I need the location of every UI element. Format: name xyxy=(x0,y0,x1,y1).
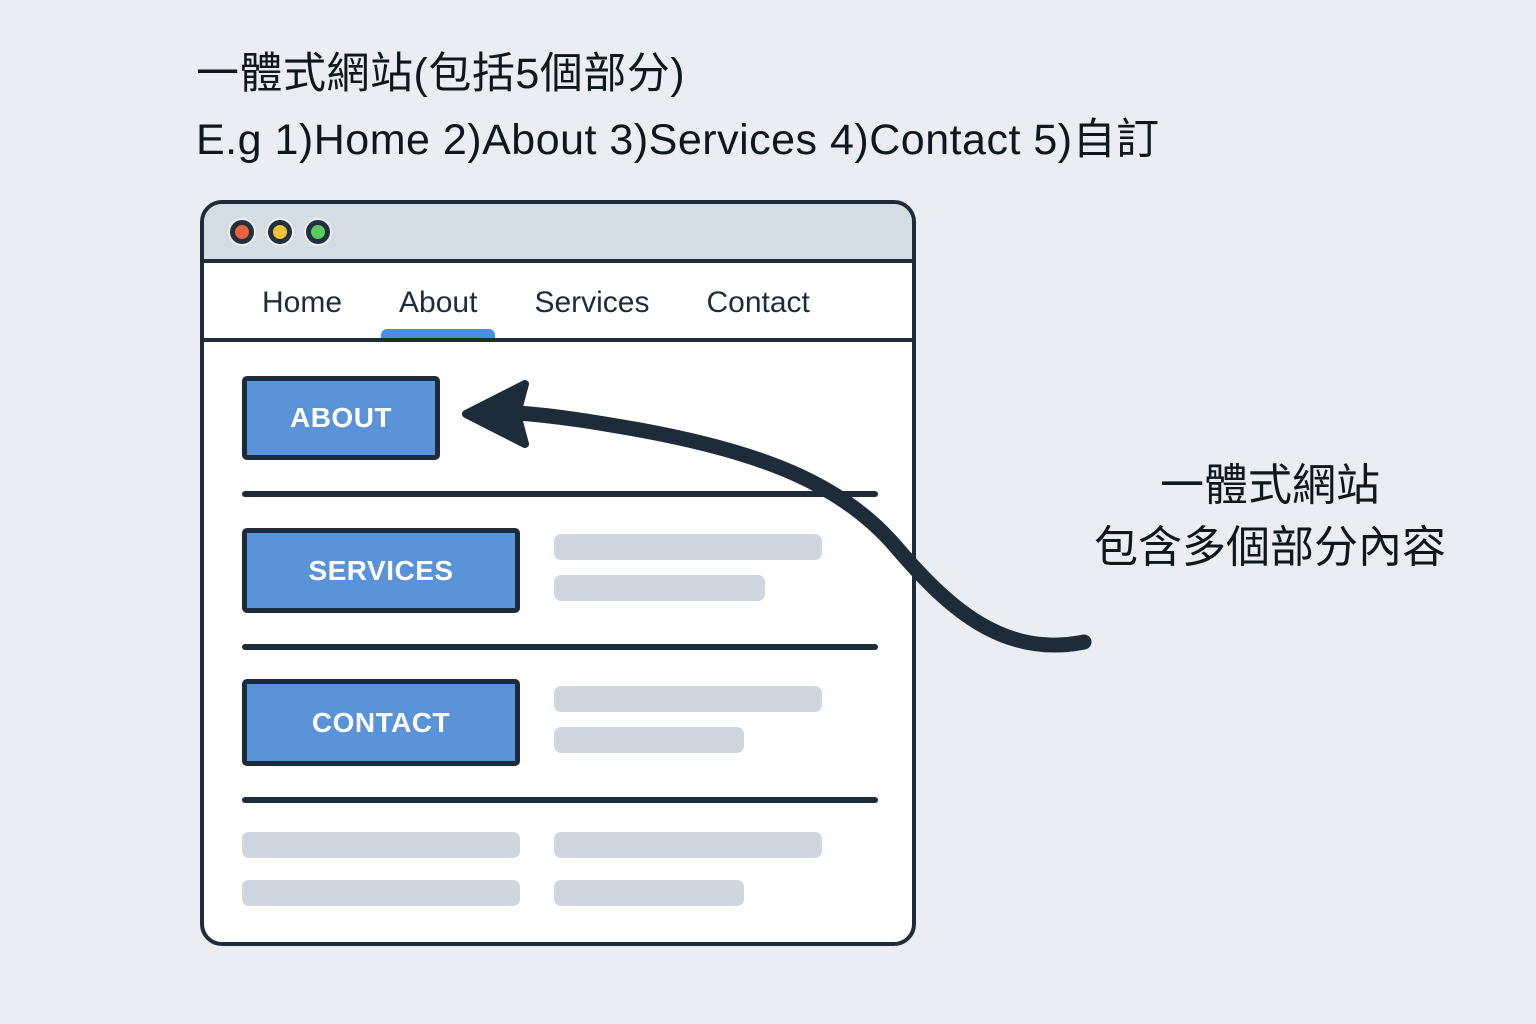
services-section-label: SERVICES xyxy=(308,554,454,586)
services-section-button[interactable]: SERVICES xyxy=(242,528,520,613)
minimize-window-icon[interactable] xyxy=(268,219,292,244)
about-section-label: ABOUT xyxy=(289,402,393,433)
nav-item-home[interactable]: Home xyxy=(262,267,342,338)
placeholder-bar xyxy=(554,727,744,753)
placeholder-bar xyxy=(554,686,822,712)
diagram-title-line1: 一體式網站(包括5個部分) xyxy=(196,50,686,98)
placeholder-bar xyxy=(554,575,765,601)
browser-titlebar xyxy=(204,204,912,263)
diagram-title-line2: E.g 1)Home 2)About 3)Services 4)Contact … xyxy=(196,115,1160,164)
nav-item-contact-label: Contact xyxy=(706,285,810,319)
section-divider xyxy=(242,491,878,497)
nav-item-contact[interactable]: Contact xyxy=(706,267,809,338)
annotation-text: 一體式網站 包含多個部分內容 xyxy=(1040,455,1500,580)
nav-item-services[interactable]: Services xyxy=(534,267,649,338)
annotation-line2: 包含多個部分內容 xyxy=(1094,523,1446,573)
placeholder-bar xyxy=(554,832,822,858)
close-window-icon[interactable] xyxy=(230,219,254,244)
placeholder-bar xyxy=(554,534,822,560)
nav-item-about-label: About xyxy=(399,285,478,319)
diagram-title: 一體式網站(包括5個部分) E.g 1)Home 2)About 3)Servi… xyxy=(196,42,1160,174)
section-divider xyxy=(242,797,878,803)
active-tab-indicator xyxy=(381,329,496,338)
browser-window: Home About Services Contact ABOUT SERVIC… xyxy=(200,200,916,946)
contact-section-button[interactable]: CONTACT xyxy=(242,679,520,766)
page-content: ABOUT SERVICES CONTACT xyxy=(204,346,912,942)
nav-bar: Home About Services Contact xyxy=(204,267,912,342)
nav-item-about[interactable]: About xyxy=(381,267,496,338)
section-divider xyxy=(242,644,878,650)
nav-item-home-label: Home xyxy=(262,285,343,319)
nav-item-services-label: Services xyxy=(534,285,650,319)
placeholder-bar xyxy=(554,880,744,906)
contact-section-label: CONTACT xyxy=(311,706,451,738)
about-section-button[interactable]: ABOUT xyxy=(242,376,440,460)
placeholder-bar xyxy=(242,880,520,906)
zoom-window-icon[interactable] xyxy=(306,219,330,244)
placeholder-bar xyxy=(242,832,520,858)
annotation-line1: 一體式網站 xyxy=(1160,461,1380,510)
